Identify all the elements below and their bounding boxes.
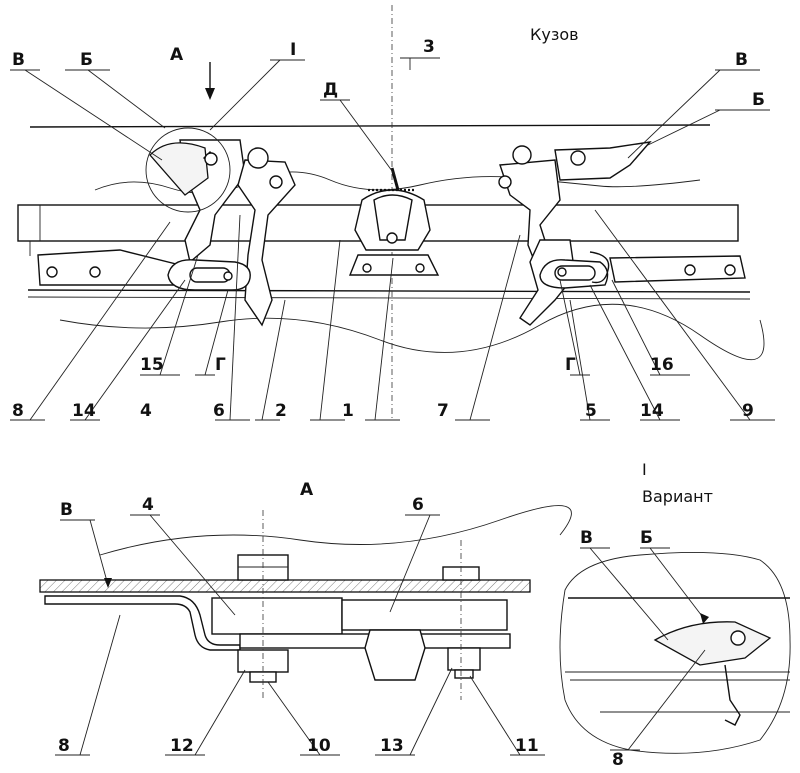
callout-6-section: 6 xyxy=(412,495,424,515)
label-V-left: В xyxy=(12,50,25,70)
detail-circle-I xyxy=(145,127,231,213)
callout-16: 16 xyxy=(650,355,674,375)
callout-10: 10 xyxy=(307,736,331,756)
labels: Кузов А I В Б В Б Д Г Г 3 15 8 14 4 6 2 … xyxy=(12,25,765,770)
label-V-right: В xyxy=(735,50,748,70)
lug xyxy=(364,629,426,681)
callout-14-left: 14 xyxy=(72,401,96,421)
callout-1: 1 xyxy=(342,401,354,421)
label-G-right: Г xyxy=(565,355,576,375)
callout-5: 5 xyxy=(585,401,597,421)
detail-I-variant xyxy=(559,547,791,754)
callout-14-right: 14 xyxy=(640,401,664,421)
label-variant-I: I xyxy=(642,460,647,479)
callout-7: 7 xyxy=(437,401,449,421)
block-4 xyxy=(211,597,343,635)
callout-8-section: 8 xyxy=(58,736,70,756)
label-B-right: Б xyxy=(752,90,765,110)
callout-15: 15 xyxy=(140,355,164,375)
body-upper-line xyxy=(29,124,711,128)
label-B-detail: Б xyxy=(640,528,653,548)
callout-4: 4 xyxy=(140,401,152,421)
left-ratchet xyxy=(149,142,209,196)
label-section-a: А xyxy=(300,480,314,500)
label-B-left: Б xyxy=(80,50,93,70)
callout-8: 8 xyxy=(12,401,24,421)
label-view-a: А xyxy=(170,45,184,65)
label-D: Д xyxy=(323,80,338,100)
detail-ratchet xyxy=(653,621,772,666)
callout-13: 13 xyxy=(380,736,404,756)
callout-8-detail: 8 xyxy=(612,750,624,770)
strip-8 xyxy=(44,595,241,651)
label-body: Кузов xyxy=(530,25,579,44)
callout-11: 11 xyxy=(515,736,539,756)
left-hook-6 xyxy=(237,159,296,327)
section-view-a xyxy=(39,505,572,756)
block-6 xyxy=(341,599,508,631)
left-bracket xyxy=(37,249,181,286)
nut-13 xyxy=(447,647,481,671)
callout-12: 12 xyxy=(170,736,194,756)
callout-2: 2 xyxy=(275,401,287,421)
label-circle-I: I xyxy=(290,40,296,60)
callout-6: 6 xyxy=(213,401,225,421)
body-plate-hatched xyxy=(39,579,531,593)
label-V-bottom: В xyxy=(60,500,73,520)
label-G-left: Г xyxy=(215,355,226,375)
washer-11 xyxy=(454,669,474,679)
label-V-detail: В xyxy=(580,528,593,548)
detail-outline xyxy=(559,551,791,754)
callout-9: 9 xyxy=(742,401,754,421)
label-variant-word: Вариант xyxy=(642,487,713,506)
top-view xyxy=(10,5,775,421)
callout-3: 3 xyxy=(423,37,435,57)
right-ratchet xyxy=(554,141,652,181)
callout-4-section: 4 xyxy=(142,495,154,515)
